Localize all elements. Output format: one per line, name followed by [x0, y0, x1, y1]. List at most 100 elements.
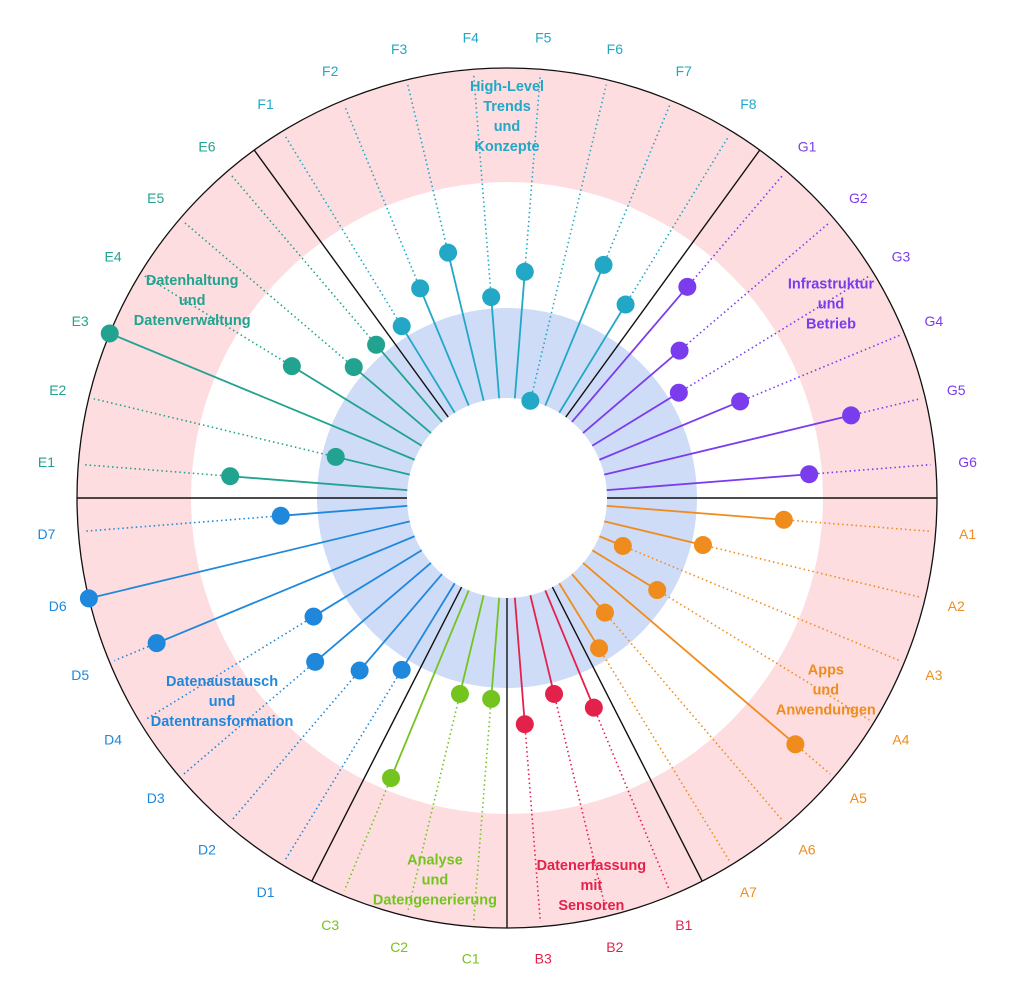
spoke-line	[490, 597, 501, 699]
spoke-label: D7	[37, 526, 55, 542]
spoke-line	[88, 520, 410, 600]
data-point	[382, 769, 401, 788]
spoke-dotted-line	[604, 612, 784, 822]
spoke-dotted-line	[686, 174, 784, 288]
data-point	[669, 383, 688, 402]
data-point	[678, 277, 697, 296]
data-point	[595, 603, 614, 622]
data-point	[411, 279, 430, 298]
spoke-dotted-line	[284, 135, 403, 327]
spoke-label: D5	[71, 667, 89, 683]
data-point	[616, 295, 635, 314]
data-point	[392, 317, 411, 336]
spoke-line	[314, 562, 432, 663]
data-point	[786, 735, 805, 754]
spoke-line	[109, 332, 415, 461]
spoke-label: D6	[49, 598, 67, 614]
spoke-label: G2	[849, 190, 868, 206]
spoke-dotted-line	[407, 693, 461, 912]
spoke-label: G6	[958, 454, 977, 470]
spoke-label: F1	[257, 96, 274, 112]
sector-divider	[565, 149, 761, 418]
data-point	[693, 536, 712, 555]
data-point	[515, 262, 534, 281]
spoke-label: D4	[104, 731, 122, 747]
spoke-dotted-line	[602, 105, 671, 266]
data-point	[392, 660, 411, 679]
spoke-label: A3	[925, 667, 942, 683]
spoke-label: E3	[72, 313, 89, 329]
spoke-dotted-line	[622, 545, 900, 662]
sector-divider	[311, 586, 463, 882]
spoke-dotted-line	[114, 642, 157, 662]
data-point	[648, 581, 667, 600]
spoke-line	[558, 582, 600, 649]
spoke-line	[358, 573, 443, 672]
spoke-line	[571, 286, 689, 423]
data-point	[326, 447, 345, 466]
spoke-line	[544, 264, 605, 406]
data-point	[482, 689, 501, 708]
spoke-dotted-line	[783, 518, 931, 533]
spoke-label: F2	[322, 63, 339, 79]
spoke-dotted-line	[230, 670, 361, 822]
spoke-label: A2	[948, 598, 965, 614]
data-point	[584, 698, 603, 717]
spoke-label: G5	[947, 382, 966, 398]
spoke-label: A6	[798, 841, 815, 857]
data-point	[594, 255, 613, 274]
data-point	[350, 661, 369, 680]
spoke-dotted-line	[144, 615, 314, 721]
data-point	[670, 341, 689, 360]
spoke-dotted-line	[679, 221, 831, 352]
spoke-dotted-line	[183, 661, 316, 775]
spoke-label: B3	[535, 951, 552, 967]
spoke-line	[400, 325, 456, 414]
spoke-label: G4	[924, 313, 943, 329]
sector-divider	[551, 586, 703, 882]
spoke-line	[447, 252, 485, 401]
data-point	[367, 335, 386, 354]
spoke-line	[513, 271, 526, 399]
spoke-label: E6	[198, 139, 215, 155]
spoke-dotted-line	[593, 707, 671, 891]
spoke-line	[280, 504, 408, 517]
data-point	[450, 684, 469, 703]
data-point	[800, 465, 819, 484]
data-point	[344, 358, 363, 377]
spoke-dotted-line	[739, 334, 900, 403]
spoke-line	[558, 304, 627, 414]
spoke-label: F6	[607, 41, 624, 57]
spoke-dotted-line	[144, 275, 293, 367]
spoke-label: B1	[675, 917, 692, 933]
data-point	[774, 510, 793, 529]
spoke-label: G1	[798, 139, 817, 155]
data-point	[147, 634, 166, 653]
spoke-line	[544, 590, 595, 708]
spoke-line	[529, 595, 555, 695]
spoke-dotted-line	[284, 669, 403, 861]
spoke-dotted-line	[624, 135, 730, 305]
spoke-label: F7	[676, 63, 693, 79]
spoke-label: E5	[147, 190, 164, 206]
spoke-dotted-line	[524, 74, 542, 272]
spoke-dotted-line	[850, 398, 921, 417]
spoke-line	[490, 297, 501, 399]
spoke-line	[419, 288, 470, 406]
spoke-line	[604, 414, 852, 476]
spoke-line	[606, 473, 810, 492]
data-point	[439, 243, 458, 262]
spoke-label: C2	[390, 939, 408, 955]
spoke-dotted-line	[598, 647, 730, 861]
spoke-label: A4	[892, 731, 909, 747]
data-point	[731, 392, 750, 411]
spoke-line	[375, 344, 443, 423]
spoke-line	[291, 365, 423, 447]
